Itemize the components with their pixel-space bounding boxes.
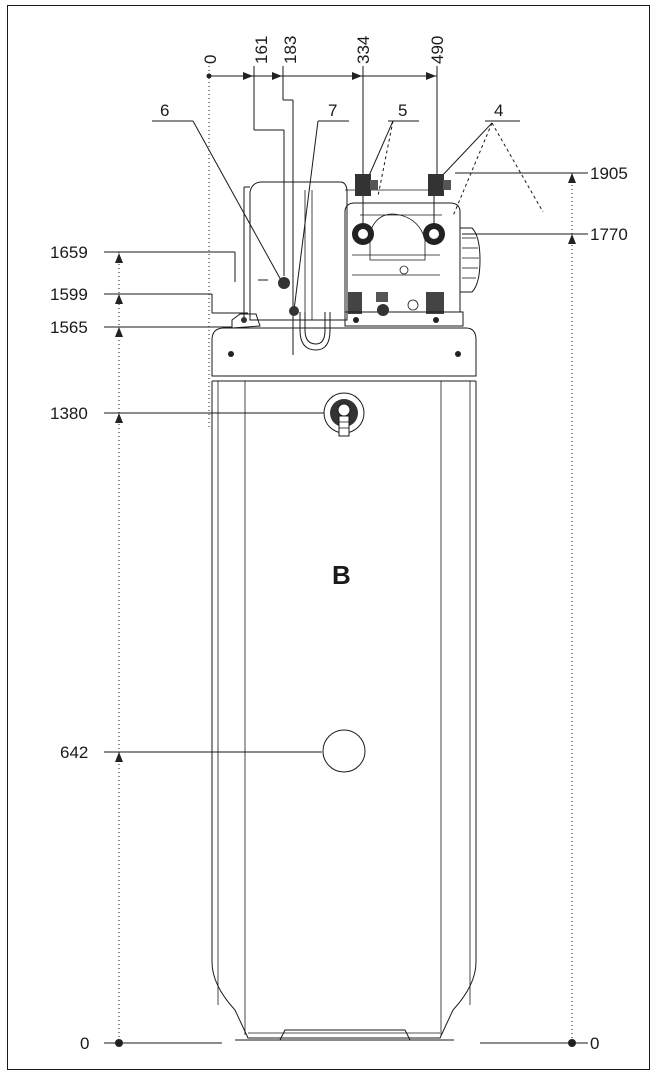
screw-icon xyxy=(455,351,461,357)
height-label-1380: 1380 xyxy=(50,404,88,423)
heat-pump-module xyxy=(231,174,481,351)
lower-inspection-port-icon xyxy=(322,729,366,773)
callout-5: 5 xyxy=(398,101,407,120)
top-dim-label-490: 490 xyxy=(428,36,447,64)
height-label-642: 642 xyxy=(60,743,88,762)
callout-6: 6 xyxy=(160,101,169,120)
height-label-0-left: 0 xyxy=(80,1034,89,1053)
height-label-1599: 1599 xyxy=(50,285,88,304)
height-label-1659: 1659 xyxy=(50,243,88,262)
fan-cover-icon xyxy=(459,227,481,293)
drawing-frame xyxy=(7,5,650,1070)
callout-4: 4 xyxy=(494,101,503,120)
height-label-1905: 1905 xyxy=(590,164,628,183)
tank-shell xyxy=(211,381,477,1039)
pipe-connection-4-icon xyxy=(423,174,451,245)
screw-icon xyxy=(228,351,234,357)
module-right-housing xyxy=(344,202,461,313)
valve-6-icon xyxy=(278,277,290,289)
pipe-connection-5-icon xyxy=(352,174,378,245)
height-label-1565: 1565 xyxy=(50,318,88,337)
service-valve-icon xyxy=(377,304,389,316)
fitting-icon xyxy=(426,292,444,314)
top-dim-label-161: 161 xyxy=(252,36,271,64)
top-dim-label-334: 334 xyxy=(354,36,373,64)
condensate-drain-icon xyxy=(231,313,261,329)
top-dim-label-0: 0 xyxy=(201,55,220,64)
fitting-icon xyxy=(348,292,362,314)
valve-7-icon xyxy=(289,306,299,316)
right-height-chain: 1905 1770 0 xyxy=(455,164,628,1053)
tank-top-cap xyxy=(211,327,477,377)
callouts: 6 7 5 4 xyxy=(152,101,544,311)
height-label-1770: 1770 xyxy=(590,225,628,244)
upper-outlet-fitting-icon xyxy=(323,392,365,437)
section-label: B xyxy=(332,560,351,590)
top-dim-label-183: 183 xyxy=(281,36,300,64)
height-label-0-right: 0 xyxy=(590,1034,599,1053)
tank-body: B xyxy=(211,327,477,1041)
callout-7: 7 xyxy=(328,101,337,120)
left-height-chain: 1659 1599 1565 1380 642 0 xyxy=(50,243,340,1053)
top-dimension-chain: 0 161 183 334 490 xyxy=(201,36,447,430)
compressor-housing xyxy=(249,181,348,321)
